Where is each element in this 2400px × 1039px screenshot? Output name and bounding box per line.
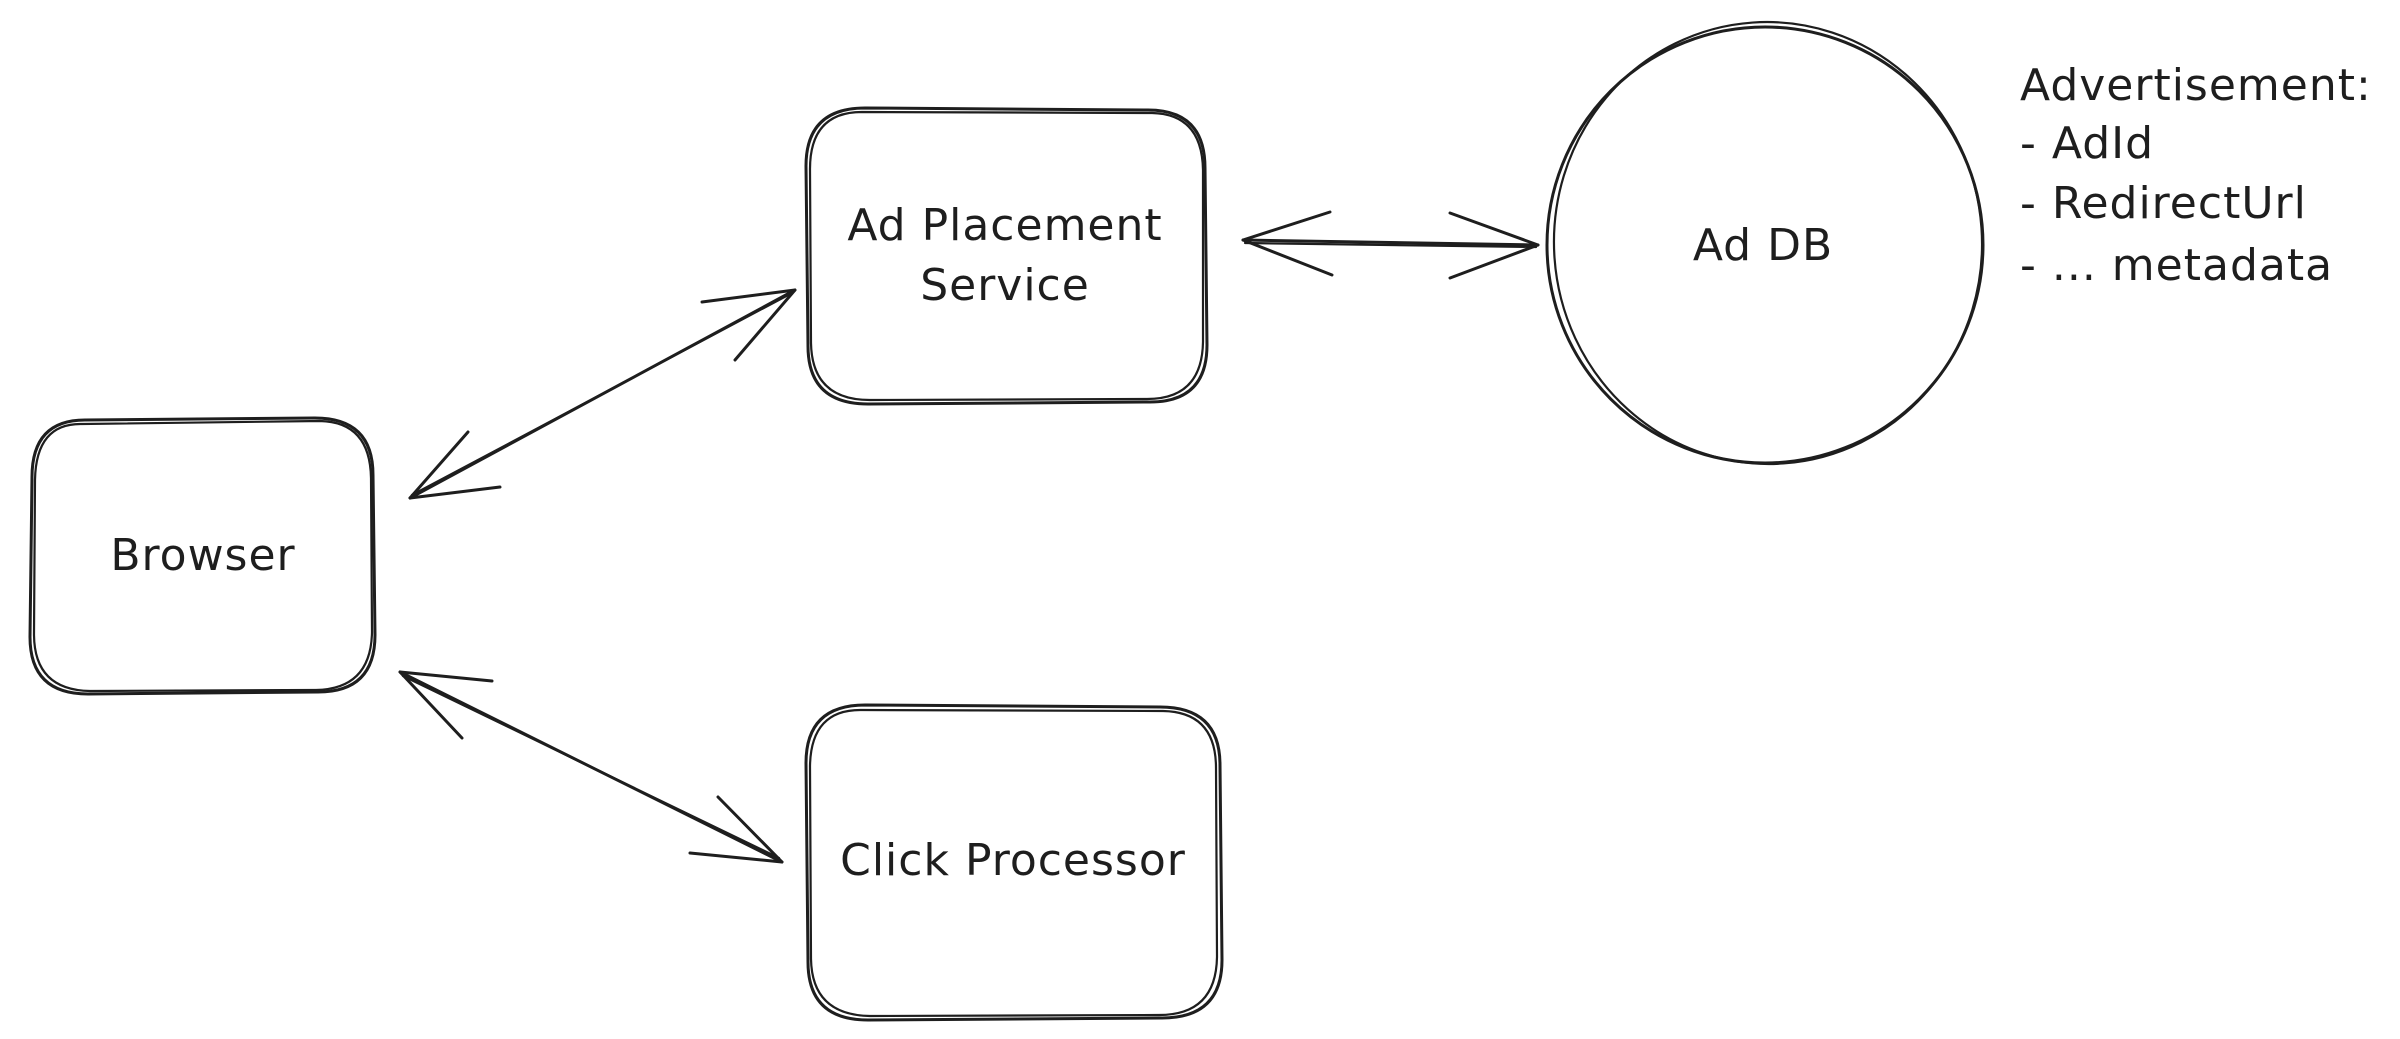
advertisement-note-title: Advertisement: (2020, 60, 2372, 111)
ad-db-node[interactable]: Ad DB (1539, 8, 1997, 479)
ad-placement-service-node[interactable]: Ad Placement Service (804, 106, 1209, 406)
ad-placement-service-label-line1: Ad Placement (847, 200, 1162, 251)
arrowhead-to-browser-2 (398, 670, 494, 740)
browser-node[interactable]: Browser (28, 416, 377, 696)
advertisement-note-item: - RedirectUrl (2020, 178, 2307, 229)
arrowhead-to-browser (408, 430, 502, 500)
edge-browser-click-processor (398, 670, 784, 864)
edge-browser-ad-placement (408, 288, 797, 500)
advertisement-note: Advertisement: - AdId - RedirectUrl - ..… (2020, 60, 2372, 291)
arrowhead-to-ad-placement (1241, 210, 1334, 277)
arrowhead-to-ad-db (1448, 211, 1540, 280)
edge-ad-placement-ad-db (1241, 210, 1540, 280)
click-processor-label: Click Processor (840, 835, 1186, 886)
arrowhead-to-click-processor (688, 795, 784, 864)
advertisement-note-item: - ... metadata (2020, 240, 2333, 291)
arrowhead-to-ad-placement (700, 288, 797, 362)
ad-db-label: Ad DB (1693, 220, 1833, 271)
advertisement-note-item: - AdId (2020, 118, 2154, 169)
ad-placement-service-label-line2: Service (920, 260, 1090, 311)
click-processor-node[interactable]: Click Processor (804, 703, 1224, 1022)
browser-label: Browser (110, 530, 295, 581)
